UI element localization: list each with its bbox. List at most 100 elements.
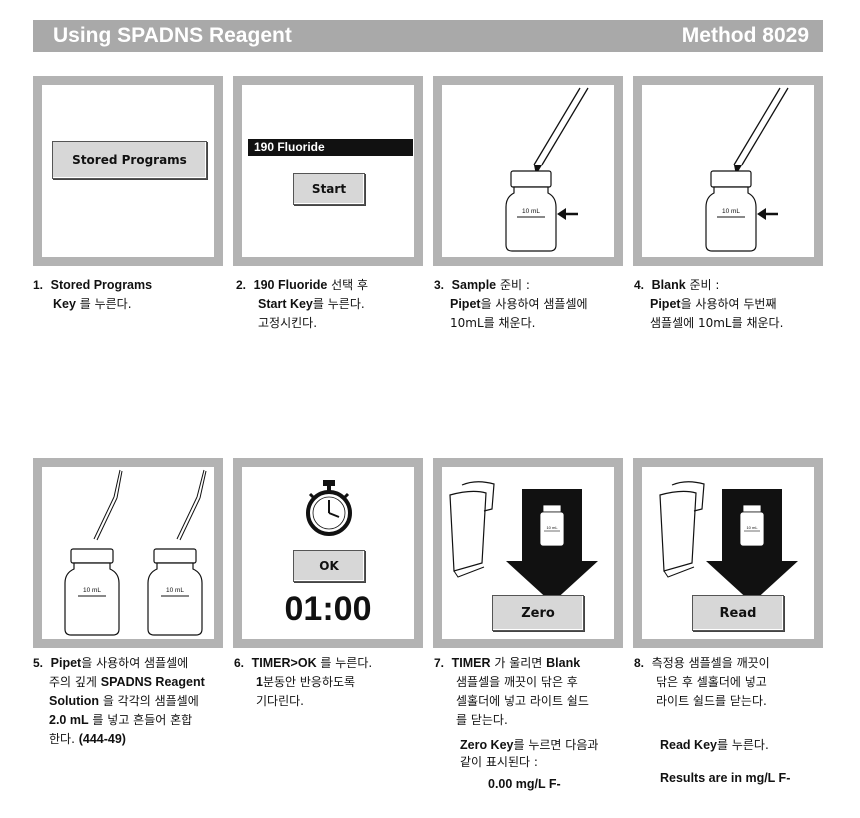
step-number: 6. <box>234 656 245 670</box>
step-5-caption: 5. Pipet을 사용하여 샘플셀에 주의 깊게 SPADNS Reagent… <box>33 654 233 749</box>
step-bold: 190 Fluoride <box>253 278 328 292</box>
step-number: 7. <box>434 656 445 670</box>
pipette-icon <box>533 87 589 175</box>
step-text: 샘플셀을 깨끗이 닦은 후 <box>456 675 578 689</box>
step-text: 측정용 샘플셀을 깨끗이 <box>651 656 770 670</box>
step-text: 를 넣고 흔들어 혼합 <box>88 713 193 727</box>
stored-programs-button[interactable]: Stored Programs <box>52 141 207 179</box>
result-units: Results are in mg/L F- <box>660 771 791 785</box>
light-shield-icon <box>449 481 495 578</box>
step-4-caption: 4. Blank 준비 : Pipet을 사용하여 두번째 샘플셀에 10mL를… <box>634 276 834 333</box>
step-bold: TIMER>OK <box>251 656 317 670</box>
panel-add-reagent: 10 mL 10 mL <box>33 458 223 648</box>
pipette-icon <box>733 87 789 175</box>
panel-timer: OK 01:00 <box>233 458 423 648</box>
step-text: 닦은 후 셀홀더에 넣고 <box>656 675 767 689</box>
light-shield-icon <box>659 481 705 578</box>
ok-button[interactable]: OK <box>293 550 365 582</box>
step-bold: Stored Programs <box>50 278 153 292</box>
step-text: 10mL를 채운다. <box>450 316 536 330</box>
step-text: 를 누른다. <box>316 656 373 670</box>
panel-blank-fill: 10 mL <box>633 76 823 266</box>
pipette-vial-illustration: 10 mL <box>505 87 589 252</box>
step-bold: Blank <box>546 656 581 670</box>
step-text: 을 사용하여 샘플셀에 <box>480 297 588 311</box>
step-1-caption: 1. Stored Programs Key 를 누른다. <box>33 276 228 314</box>
step-number: 4. <box>634 278 645 292</box>
step-text: 준비 : <box>496 278 530 292</box>
step-text: 를 닫는다. <box>456 713 508 727</box>
vial-icon: 10 mL <box>739 504 765 547</box>
vial-volume-label: 10 mL <box>546 525 558 530</box>
step-text: 준비 : <box>685 278 720 292</box>
read-button[interactable]: Read <box>692 595 784 631</box>
arrow-down-icon <box>706 489 798 603</box>
program-bar[interactable]: 190 Fluoride <box>248 139 413 156</box>
step-bold: SPADNS Reagent <box>100 675 205 689</box>
step-bold: Solution <box>49 694 99 708</box>
step-text: 주의 깊게 <box>49 675 101 689</box>
step-bold: Blank <box>651 278 686 292</box>
step-text: 같이 표시된다 : <box>460 755 538 769</box>
stopwatch-icon <box>306 480 352 536</box>
method-number: Method 8029 <box>681 24 809 47</box>
step-text: 를 누른다. <box>75 297 132 311</box>
step-bold: Pipet <box>450 297 481 311</box>
panel-stored-programs: Stored Programs <box>33 76 223 266</box>
step-text: 을 사용하여 두번째 <box>680 297 777 311</box>
step-text: 을 각각의 샘플셀에 <box>99 694 199 708</box>
step-bold: TIMER <box>451 656 491 670</box>
step-bold: Start Key <box>258 297 313 311</box>
step-3-caption: 3. Sample 준비 : Pipet을 사용하여 샘플셀에 10mL를 채운… <box>434 276 629 333</box>
vial-icon: 10 mL <box>539 504 565 547</box>
step-text: 기다린다. <box>256 694 304 708</box>
vial-volume-label: 10 mL <box>166 587 184 594</box>
pipette-icon <box>93 469 123 541</box>
step-text: 고정시킨다. <box>258 316 318 330</box>
arrow-left-icon <box>557 208 578 220</box>
step-text: 분동안 반응하도록 <box>262 675 356 689</box>
step-number: 2. <box>236 278 247 292</box>
step-text: 샘플셀에 10mL를 채운다. <box>650 316 784 330</box>
step-bold: Pipet <box>650 297 681 311</box>
start-button[interactable]: Start <box>293 173 365 205</box>
step-text: 를 누르면 다음과 <box>513 738 599 752</box>
step-text: 선택 후 <box>327 278 369 292</box>
vial-volume-label: 10 mL <box>722 208 740 215</box>
pipette-vial-illustration: 10 mL <box>705 87 789 252</box>
step-bold: 2.0 mL <box>49 713 89 727</box>
pipette-icon <box>176 469 207 541</box>
step-number: 1. <box>33 278 44 292</box>
step-number: 8. <box>634 656 645 670</box>
panel-sample-fill: 10 mL <box>433 76 623 266</box>
step-text: 한다. <box>49 732 79 746</box>
step-text: 을 사용하여 샘플셀에 <box>81 656 189 670</box>
cell-holder-illustration: 10 mL <box>449 481 598 603</box>
left-vial-icon: 10 mL <box>64 548 120 636</box>
vial-volume-label: 10 mL <box>83 587 101 594</box>
step-8-caption: 8. 측정용 샘플셀을 깨끗이 닦은 후 셀홀더에 넣고 라이트 쉴드를 닫는다… <box>634 654 834 788</box>
result-zero-value: 0.00 mg/L F- <box>488 777 561 791</box>
panel-select-program: 190 Fluoride Start <box>233 76 423 266</box>
step-bold: Zero Key <box>460 738 514 752</box>
arrow-left-icon <box>757 208 778 220</box>
zero-button[interactable]: Zero <box>492 595 584 631</box>
step-2-caption: 2. 190 Fluoride 선택 후 Start Key를 누른다. 고정시… <box>236 276 431 333</box>
step-bold: Key <box>53 297 76 311</box>
blank-vial-icon: 10 mL <box>705 170 757 252</box>
vial-volume-label: 10 mL <box>746 525 758 530</box>
panel-read: 10 mL Read <box>633 458 823 648</box>
cell-holder-illustration: 10 mL <box>659 481 798 603</box>
panel-zero: 10 mL Zero <box>433 458 623 648</box>
step-text: 라이트 쉴드를 닫는다. <box>656 694 767 708</box>
step-number: 5. <box>33 656 44 670</box>
step-text: 를 누른다. <box>312 297 365 311</box>
sample-vial-icon: 10 mL <box>505 170 557 252</box>
step-bold: Read Key <box>660 738 717 752</box>
step-number: 3. <box>434 278 445 292</box>
step-7-caption: 7. TIMER 가 울리면 Blank 샘플셀을 깨끗이 닦은 후 셀홀더에 … <box>434 654 632 794</box>
page-title: Using SPADNS Reagent <box>53 24 292 47</box>
step-bold: Pipet <box>50 656 82 670</box>
header-bar: Using SPADNS Reagent Method 8029 <box>33 20 823 52</box>
right-vial-icon: 10 mL <box>147 548 203 636</box>
